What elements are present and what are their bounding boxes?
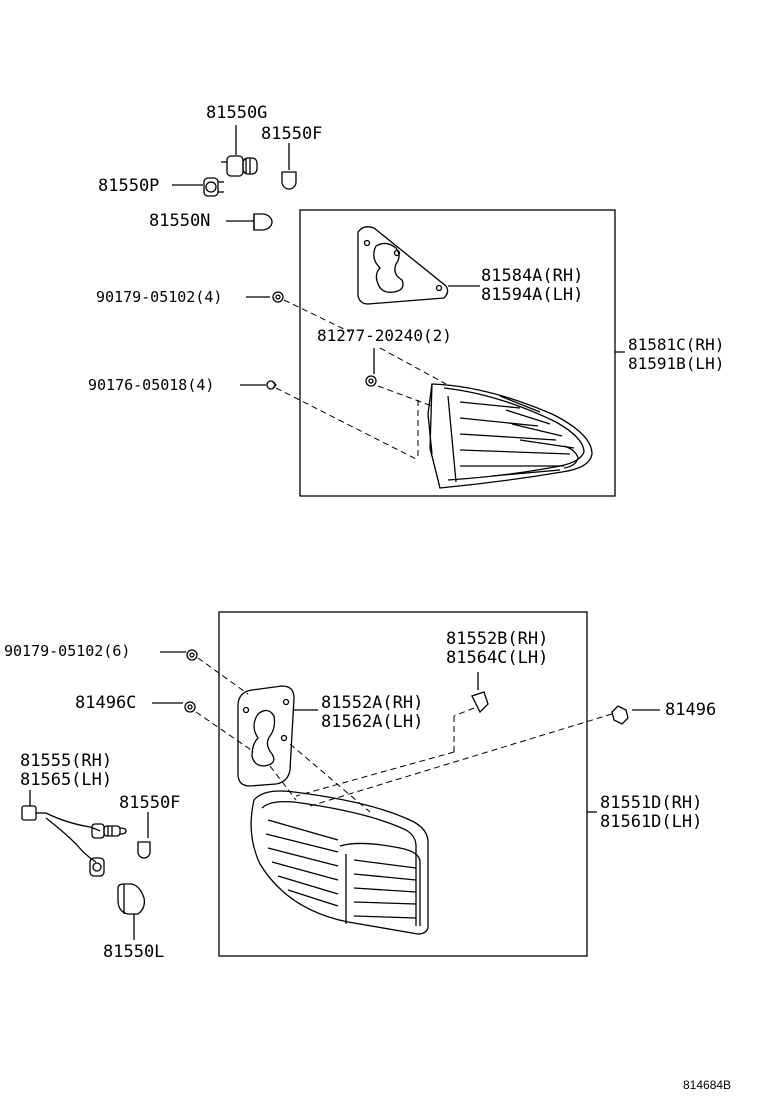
part-label-81562A: 81562A(LH) <box>321 712 424 732</box>
part-label-81496C: 81496C <box>75 693 137 713</box>
bulb-81550F-bottom <box>137 812 151 859</box>
pad-81552B <box>471 672 489 714</box>
part-label-81551D: 81551D(RH) <box>600 793 703 813</box>
wire-harness-81555 <box>21 790 127 877</box>
nut-90179-top <box>246 291 284 303</box>
gasket-81552A <box>237 685 318 787</box>
outer-lamp-lens-81551D <box>250 790 429 935</box>
outer-lamp-assembly-frame <box>218 611 588 957</box>
part-label-81277: 81277-20240(2) <box>317 326 452 345</box>
part-label-81550P: 81550P <box>98 176 160 196</box>
part-label-90176: 90176-05018(4) <box>88 376 215 394</box>
part-label-81550L: 81550L <box>103 942 165 962</box>
screw-90176 <box>240 380 277 390</box>
screw-81496C <box>152 701 196 713</box>
nut-90179-bottom <box>160 649 198 661</box>
part-label-81550G: 81550G <box>206 103 268 123</box>
part-label-90179-bottom: 90179-05102(6) <box>4 642 131 660</box>
part-label-81496: 81496 <box>665 700 717 720</box>
part-label-81552B: 81552B(RH) <box>446 629 549 649</box>
part-label-81550F-bottom: 81550F <box>119 793 181 813</box>
part-label-81550F-top: 81550F <box>261 124 323 144</box>
clip-81277 <box>365 348 377 387</box>
part-label-81584A: 81584A(RH) <box>481 266 584 286</box>
bulb-socket-81550G <box>221 125 258 177</box>
part-label-81594A: 81594A(LH) <box>481 285 584 305</box>
socket-81550P <box>172 177 224 197</box>
part-label-81581C: 81581C(RH) <box>628 335 725 354</box>
bulb-81550L <box>117 883 146 940</box>
bulb-81550N <box>226 213 273 231</box>
gasket-plate-81584A <box>357 226 480 305</box>
part-label-90179-top: 90179-05102(4) <box>96 288 223 306</box>
bulb-81550F-top <box>281 143 297 190</box>
part-label-81561D: 81561D(LH) <box>600 812 703 832</box>
part-label-81564C: 81564C(LH) <box>446 648 549 668</box>
part-label-81591B: 81591B(LH) <box>628 354 725 373</box>
clip-81496 <box>611 705 660 725</box>
inner-lamp-assembly-frame <box>299 209 616 497</box>
inner-lamp-lens-81581C <box>427 383 593 489</box>
figure-id: 814684B <box>683 1078 732 1092</box>
part-label-81555: 81555(RH) <box>20 751 113 771</box>
part-label-81552A: 81552A(RH) <box>321 693 424 713</box>
part-label-81565: 81565(LH) <box>20 770 113 790</box>
part-label-81550N: 81550N <box>149 211 211 231</box>
